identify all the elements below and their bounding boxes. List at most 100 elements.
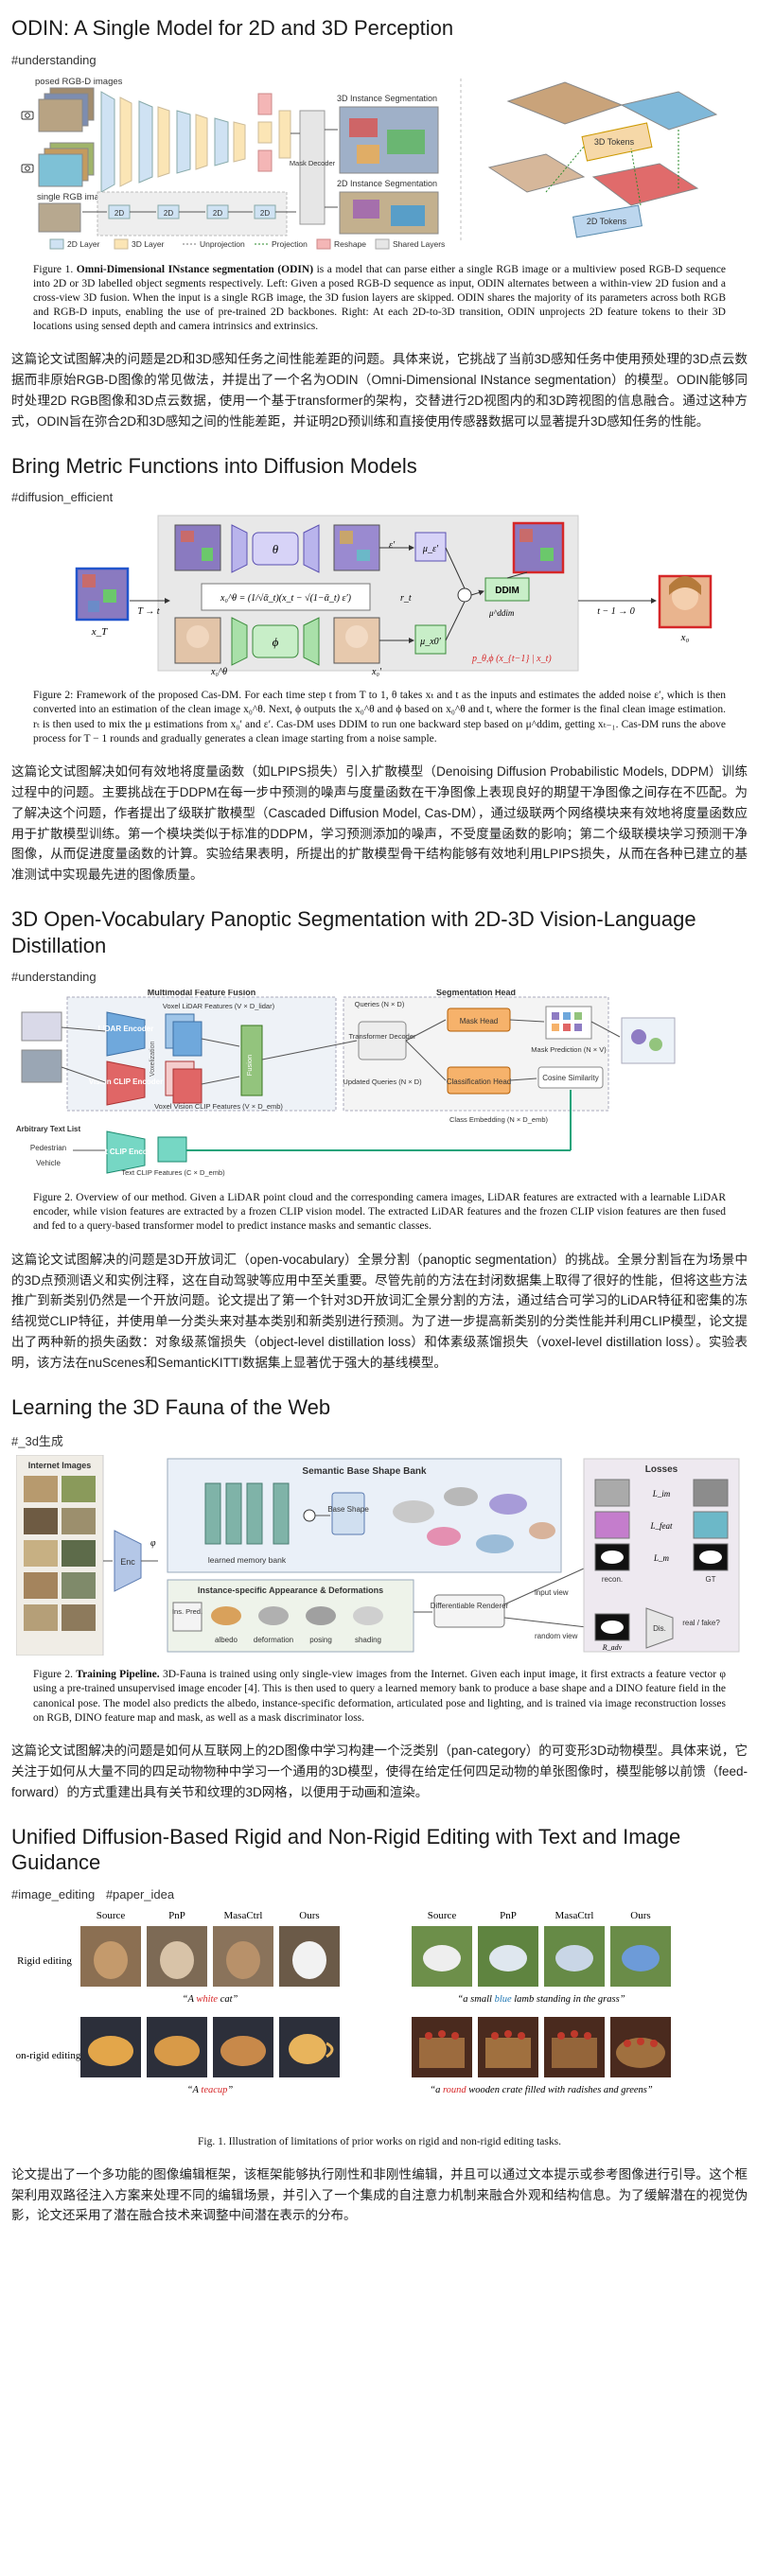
- svg-text:Reshape: Reshape: [334, 239, 366, 249]
- svg-text:μ_ε′: μ_ε′: [422, 544, 439, 554]
- animal-shapes: [393, 1487, 555, 1554]
- svg-text:Source: Source: [428, 1910, 457, 1921]
- tag-list: #understanding: [11, 53, 748, 67]
- svg-text:Class Embedding (N × D_emb): Class Embedding (N × D_emb): [449, 1115, 549, 1124]
- svg-text:DDIM: DDIM: [495, 586, 519, 596]
- svg-text:Mask Prediction (N × V): Mask Prediction (N × V): [531, 1045, 607, 1054]
- post-title[interactable]: Bring Metric Functions into Diffusion Mo…: [11, 453, 417, 478]
- svg-text:Transformer Decoder: Transformer Decoder: [349, 1032, 416, 1041]
- post-cas-dm: Bring Metric Functions into Diffusion Mo…: [11, 453, 748, 885]
- svg-text:GT: GT: [705, 1575, 715, 1584]
- post-summary: 这篇论文试图解决的问题是如何从互联网上的2D图像中学习构建一个泛类别（pan-c…: [11, 1744, 748, 1799]
- upsampling-layers: [257, 93, 291, 171]
- fauna-diagram: Internet Images Enc φ Semantic Base Shap…: [15, 1454, 740, 1656]
- casdm-diagram: x_T T → t θ ε′: [75, 515, 713, 677]
- cosine-similarity: [537, 1066, 604, 1089]
- tag-link[interactable]: #understanding: [11, 52, 97, 67]
- memory-bank: [204, 1482, 290, 1545]
- post-title[interactable]: 3D Open-Vocabulary Panoptic Segmentation…: [11, 907, 696, 957]
- tag-link[interactable]: #_3d生成: [11, 1434, 63, 1449]
- prompt-lamb: “a small blue lamb standing in the grass…: [457, 1994, 625, 2005]
- svg-text:Semantic Base Shape Bank: Semantic Base Shape Bank: [302, 1466, 427, 1477]
- post-panoptic: 3D Open-Vocabulary Panoptic Segmentation…: [11, 906, 748, 1374]
- ptheta-label: p_θ,ϕ (x_{t−1} | x_t): [471, 654, 552, 664]
- svg-text:Segmentation Head: Segmentation Head: [436, 990, 516, 997]
- single-rgb-image: [38, 202, 81, 232]
- prompt-teacup: “A teacup”: [187, 2085, 234, 2095]
- blog-page: ODIN: A Single Model for 2D and 3D Perce…: [9, 16, 748, 2227]
- svg-text:2D: 2D: [164, 209, 173, 218]
- tag-link[interactable]: #understanding: [11, 970, 97, 985]
- svg-text:Mask Head: Mask Head: [460, 1017, 498, 1025]
- differentiable-renderer: [433, 1594, 505, 1628]
- svg-text:Enc: Enc: [120, 1557, 135, 1567]
- rgb-only-path: 2D 2D 2D 2D: [82, 204, 296, 219]
- svg-text:LiDAR Encoder: LiDAR Encoder: [98, 1025, 154, 1033]
- svg-text:Voxel Vision CLIP Features (V: Voxel Vision CLIP Features (V × D_emb): [154, 1102, 283, 1111]
- svg-text:Differentiable Renderer: Differentiable Renderer: [431, 1602, 509, 1610]
- row-label-rigid: Rigid editing: [17, 1955, 72, 1967]
- mask-decoder-block: [299, 110, 326, 224]
- svg-text:Updated Queries (N × D): Updated Queries (N × D): [343, 1078, 422, 1086]
- figure-caption: Figure 2. Training Pipeline. 3D-Fauna is…: [33, 1669, 727, 1724]
- token-lifting-panel: 3D Tokens 2D Tokens: [460, 78, 718, 243]
- fauna-figure: Internet Images Enc φ Semantic Base Shap…: [15, 1454, 743, 1726]
- svg-text:Dis.: Dis.: [653, 1624, 666, 1633]
- theta-network: θ: [231, 524, 320, 574]
- post-unified-editing: Unified Diffusion-Based Rigid and Non-Ri…: [9, 1824, 748, 2227]
- image-encoder: [114, 1530, 142, 1593]
- svg-text:posing: posing: [309, 1636, 332, 1644]
- svg-text:L_m: L_m: [653, 1553, 670, 1563]
- svg-text:R_adv: R_adv: [602, 1643, 623, 1652]
- svg-text:x₀: x₀: [680, 632, 690, 643]
- svg-text:L_im: L_im: [652, 1489, 671, 1498]
- svg-text:Ours: Ours: [299, 1910, 319, 1921]
- post-3d-fauna: Learning the 3D Fauna of the Web #_3d生成 …: [11, 1394, 748, 1803]
- rgbd-image-stack: [38, 87, 95, 186]
- svg-text:Ours: Ours: [630, 1910, 650, 1921]
- seg3d-label: 3D Instance Segmentation: [337, 94, 437, 103]
- mask-prediction: [545, 1006, 592, 1040]
- post-title[interactable]: Unified Diffusion-Based Rigid and Non-Ri…: [11, 1824, 681, 1875]
- tag-link[interactable]: #paper_idea: [105, 1886, 175, 1901]
- svg-text:Pedestrian: Pedestrian: [30, 1144, 66, 1152]
- single-label: single RGB image: [37, 192, 110, 202]
- camera-icon: [21, 164, 34, 172]
- row-label-nonrigid: Non-rigid editing: [16, 2050, 81, 2061]
- svg-text:Shared Layers: Shared Layers: [393, 239, 445, 249]
- prompt-crate: “a round wooden crate filled with radish…: [430, 2085, 653, 2095]
- svg-text:μ^ddim: μ^ddim: [488, 608, 515, 618]
- tag-list: #diffusion_efficient: [11, 490, 748, 504]
- svg-text:x_T: x_T: [91, 626, 108, 638]
- svg-text:φ: φ: [150, 1538, 156, 1549]
- svg-text:random view: random view: [535, 1632, 578, 1640]
- svg-text:Instance-specific Appearance &: Instance-specific Appearance & Deformati…: [198, 1586, 383, 1595]
- svg-text:L_feat: L_feat: [649, 1521, 673, 1531]
- fusion-block: [240, 1025, 263, 1096]
- svg-text:Voxelization: Voxelization: [150, 1042, 156, 1077]
- tag-link[interactable]: #image_editing: [11, 1886, 96, 1901]
- tag-link[interactable]: #diffusion_efficient: [11, 490, 114, 505]
- svg-text:MasaCtrl: MasaCtrl: [555, 1910, 594, 1921]
- text-clip-encoder: [106, 1130, 146, 1174]
- svg-text:Arbitrary Text List: Arbitrary Text List: [16, 1125, 80, 1133]
- point-cloud-input: [21, 1011, 62, 1042]
- figure-caption: Figure 1. Omni-Dimensional INstance segm…: [33, 263, 727, 333]
- post-title[interactable]: Learning the 3D Fauna of the Web: [11, 1394, 331, 1419]
- svg-text:Voxel LiDAR Features (V × D_li: Voxel LiDAR Features (V × D_lidar): [163, 1002, 275, 1010]
- vision-clip-encoder: [106, 1060, 146, 1106]
- svg-text:t − 1 → 0: t − 1 → 0: [597, 606, 635, 617]
- formula-box: [201, 583, 371, 611]
- post-title[interactable]: ODIN: A Single Model for 2D and 3D Perce…: [11, 16, 454, 40]
- svg-text:Cosine Similarity: Cosine Similarity: [542, 1074, 599, 1082]
- svg-text:deformation: deformation: [254, 1636, 293, 1644]
- svg-text:albedo: albedo: [215, 1636, 238, 1644]
- rt-label: r_t: [400, 593, 412, 604]
- mix-node: [457, 587, 472, 603]
- svg-text:Vision CLIP Encoder: Vision CLIP Encoder: [89, 1078, 163, 1086]
- mu-eps-box: [414, 532, 447, 562]
- post-summary: 这篇论文试图解决的问题是3D开放词汇（open-vocabulary）全景分割（…: [11, 1252, 748, 1370]
- post-summary: 这篇论文试图解决如何有效地将度量函数（如LPIPS损失）引入扩散模型（Denoi…: [11, 763, 748, 883]
- panoptic-figure: Multimodal Feature Fusion Segmentation H…: [16, 988, 743, 1235]
- odin-figure: posed RGB-D images: [16, 72, 743, 335]
